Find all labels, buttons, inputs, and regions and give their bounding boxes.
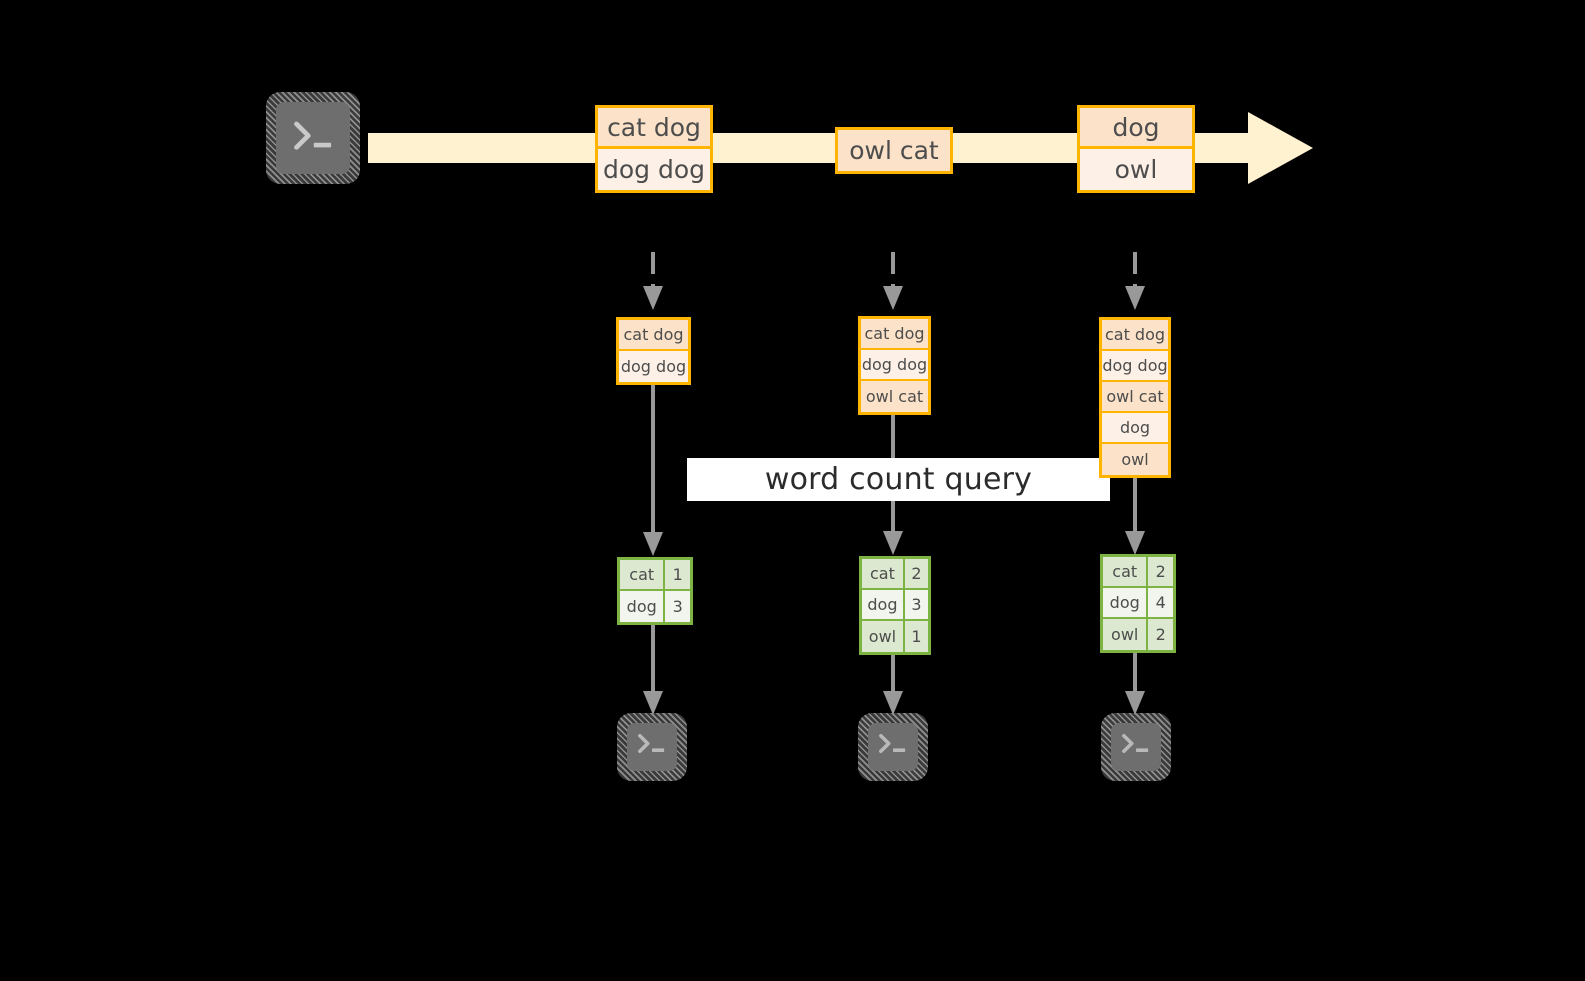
connector-stream-to-batch-2 — [880, 252, 906, 314]
data-row: dog dog — [861, 350, 928, 381]
terminal-screen — [627, 723, 677, 771]
terminal-screen — [1111, 723, 1161, 771]
connector-result-to-sink-3 — [1122, 653, 1148, 717]
data-row: owl — [1080, 149, 1192, 190]
data-row: owl cat — [1102, 382, 1168, 413]
cell-word: cat — [1103, 557, 1149, 586]
cell-word: dog — [1103, 588, 1149, 617]
cell-count: 1 — [904, 621, 928, 652]
data-row: cat dog — [619, 320, 688, 351]
source-terminal-icon — [266, 92, 360, 184]
cell-word: cat — [620, 560, 666, 589]
cell-word: owl — [1103, 619, 1149, 650]
query-label-band: word count query — [687, 458, 1110, 501]
data-row: owl cat — [838, 130, 950, 171]
connector-batch-to-result-1 — [640, 382, 666, 558]
data-row: dog dog — [598, 149, 710, 190]
cell-count: 2 — [904, 559, 928, 588]
sink-terminal-icon-3 — [1101, 713, 1171, 781]
connector-result-to-sink-2 — [880, 655, 906, 717]
data-row: cat dog — [861, 319, 928, 350]
data-row: dog — [1080, 108, 1192, 149]
connector-batch-to-result-3 — [1122, 475, 1148, 557]
terminal-screen — [276, 102, 350, 174]
connector-result-to-sink-1 — [640, 625, 666, 717]
data-row: cat dog — [1102, 320, 1168, 351]
terminal-prompt-glyphs — [627, 723, 677, 771]
cell-word: dog — [620, 591, 666, 622]
cell-count: 1 — [665, 560, 690, 589]
cell-count: 2 — [1148, 619, 1173, 650]
cell-word: cat — [862, 559, 905, 588]
sink-terminal-icon-2 — [858, 713, 928, 781]
terminal-prompt-glyphs — [1111, 723, 1161, 771]
stream-group-2: owl cat — [835, 127, 953, 174]
data-row: cat dog — [598, 108, 710, 149]
cell-count: 2 — [1148, 557, 1173, 586]
cell-word: dog — [862, 590, 905, 619]
cell-count: 3 — [665, 591, 690, 622]
sink-terminal-icon-1 — [617, 713, 687, 781]
data-row: dog dog — [619, 351, 688, 382]
data-row: dog dog — [1102, 351, 1168, 382]
cell-count: 3 — [904, 590, 928, 619]
connector-stream-to-batch-1 — [640, 252, 666, 314]
terminal-screen — [868, 723, 918, 771]
connector-stream-to-batch-3 — [1122, 252, 1148, 314]
query-label-text: word count query — [764, 462, 1033, 497]
data-row: owl cat — [861, 381, 928, 412]
cell-word: owl — [862, 621, 905, 652]
terminal-prompt-glyphs — [868, 723, 918, 771]
data-row: owl — [1102, 444, 1168, 475]
terminal-prompt-glyphs — [276, 102, 350, 174]
data-row: dog — [1102, 413, 1168, 444]
cell-count: 4 — [1148, 588, 1173, 617]
